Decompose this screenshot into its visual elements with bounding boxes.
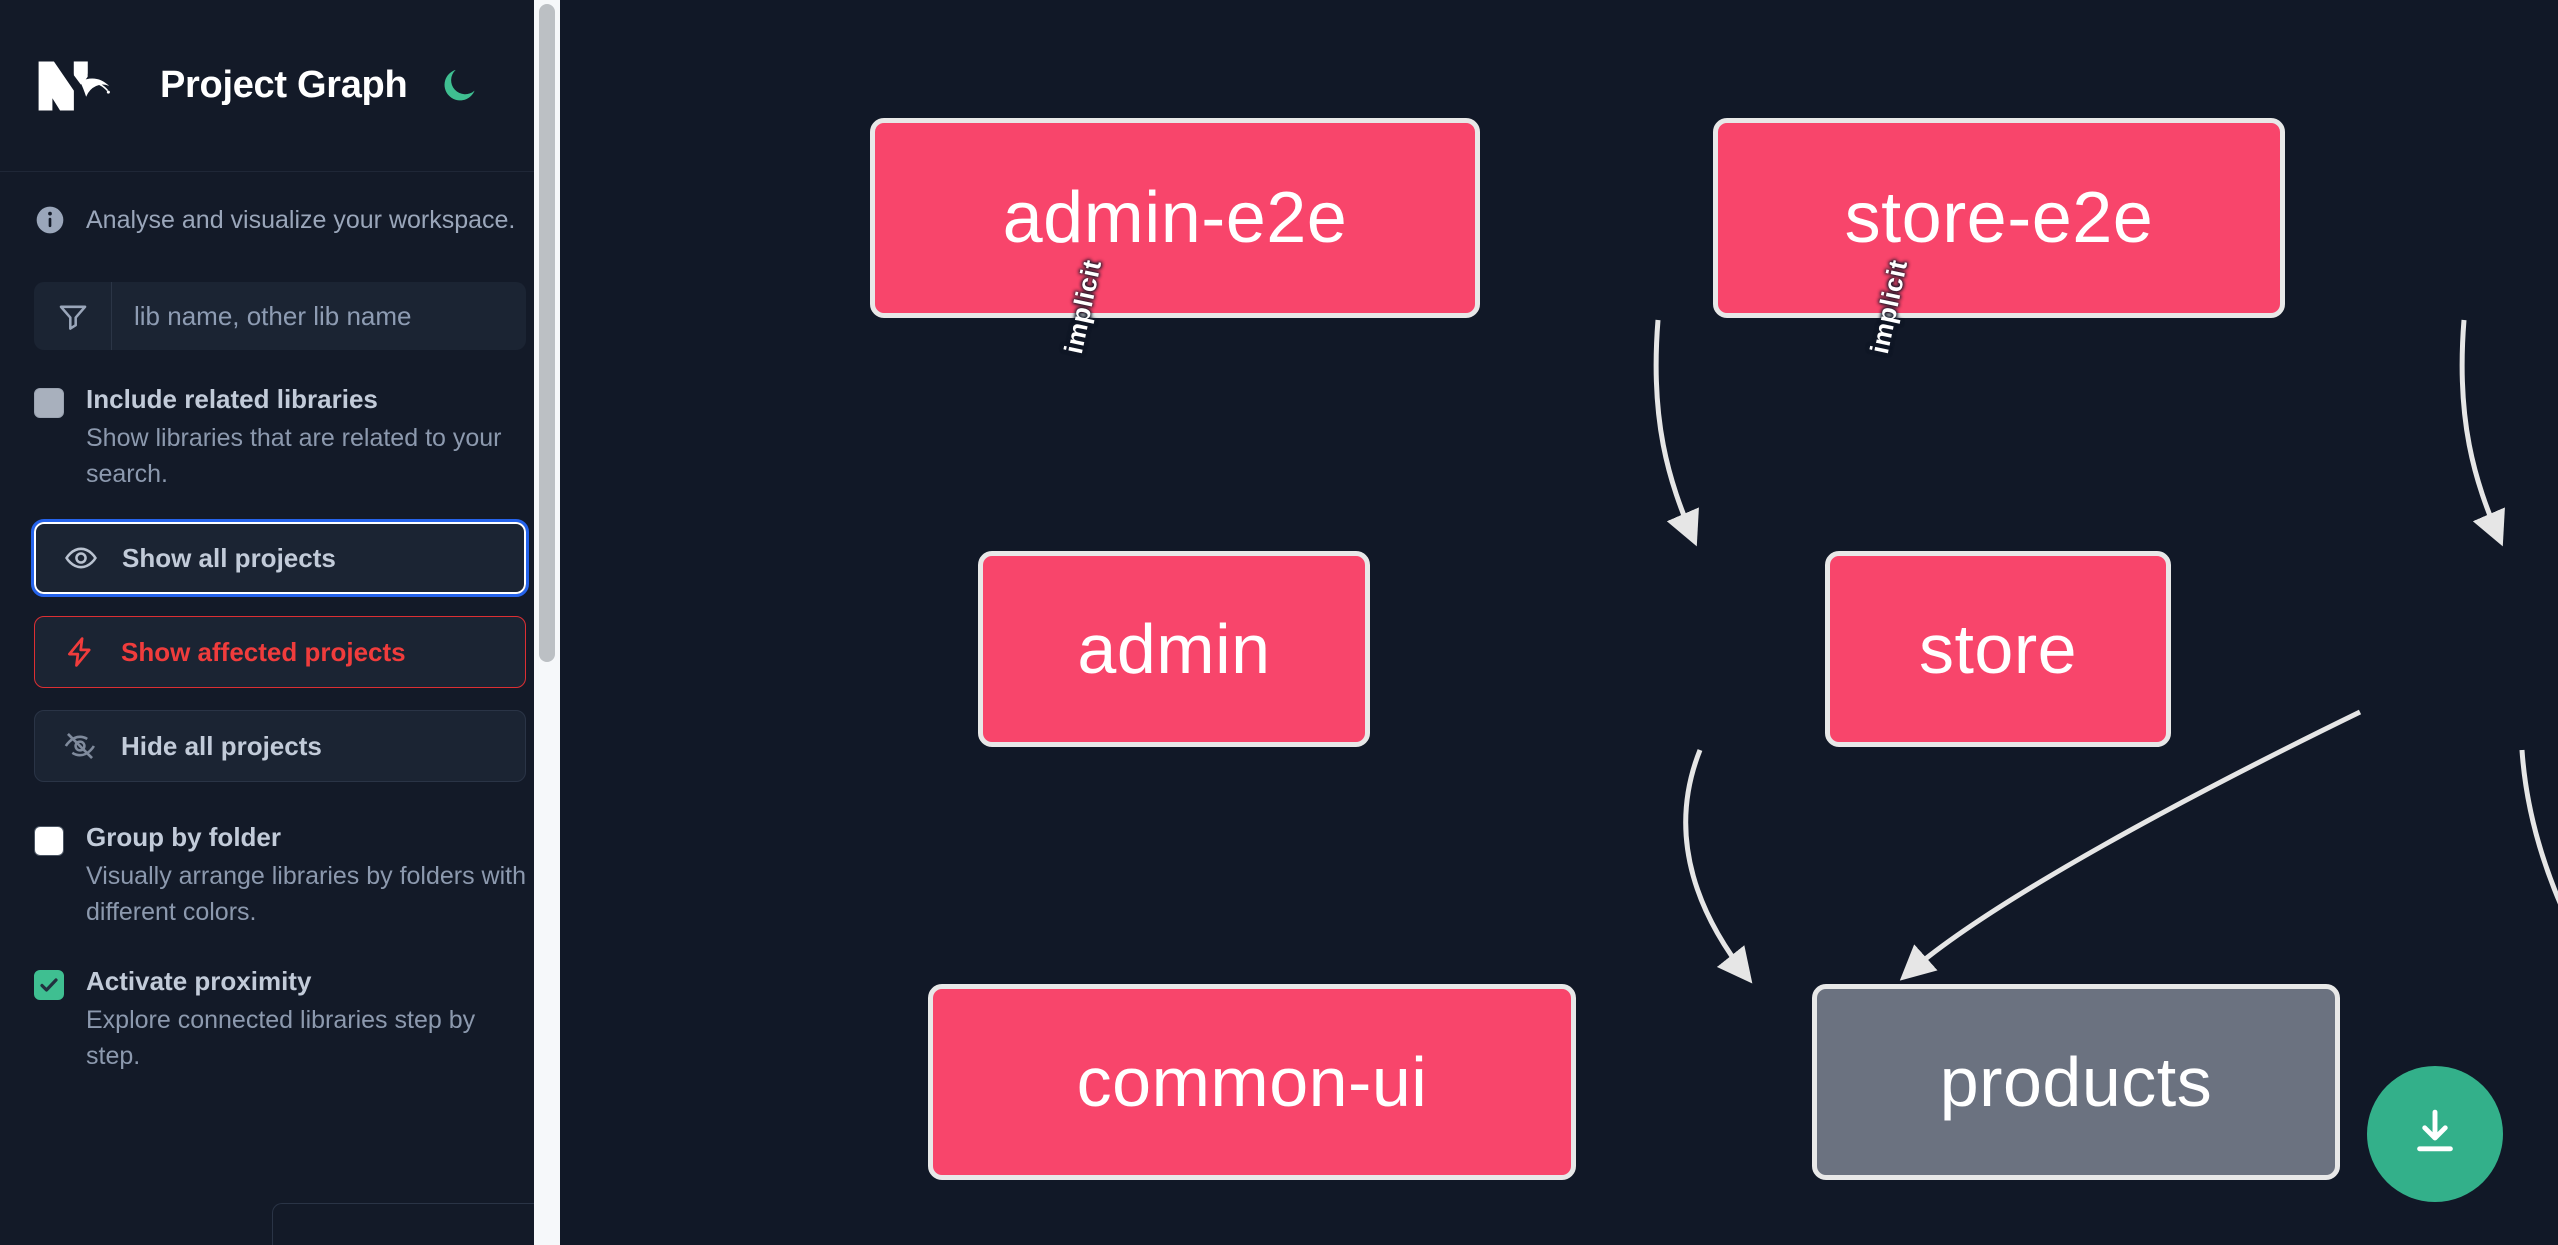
graph-node-admin[interactable]: admin: [978, 551, 1370, 747]
eye-off-icon: [63, 729, 97, 763]
graph-node-label: admin-e2e: [1002, 178, 1348, 258]
include-related-label: Include related libraries: [86, 384, 378, 414]
checkbox-checked-icon[interactable]: [34, 970, 64, 1001]
nx-logo-icon: [34, 53, 126, 119]
show-all-projects-button[interactable]: Show all projects: [31, 519, 529, 598]
group-by-folder-label: Group by folder: [86, 822, 281, 853]
graph-canvas[interactable]: admin-e2e store-e2e admin store common-ui pro…: [560, 0, 2558, 1245]
sidebar: Project Graph Analyse and visualize your…: [0, 0, 560, 1245]
activate-proximity-row[interactable]: Activate proximity Explore connected lib…: [0, 930, 560, 1074]
activate-proximity-description: Explore connected libraries step by step…: [86, 1006, 476, 1070]
graph-node-label: admin: [1077, 610, 1271, 688]
graph-node-label: common-ui: [1076, 1043, 1428, 1121]
graph-node-store[interactable]: store: [1825, 551, 2171, 747]
graph-node-common-ui[interactable]: common-ui: [928, 984, 1576, 1180]
sidebar-tagline: Analyse and visualize your workspace.: [0, 172, 560, 246]
hide-all-projects-label: Hide all projects: [121, 730, 322, 761]
download-graph-button[interactable]: [2367, 1066, 2503, 1202]
sidebar-tagline-text: Analyse and visualize your workspace.: [86, 205, 516, 234]
sidebar-header: Project Graph: [0, 0, 560, 172]
search-box[interactable]: [34, 282, 526, 350]
segment-option-1[interactable]: [273, 1204, 560, 1245]
lightning-bolt-icon: [63, 635, 97, 669]
sidebar-scrollbar-thumb[interactable]: [539, 4, 555, 662]
include-related-description: Show libraries that are related to your …: [86, 424, 502, 488]
page-title: Project Graph: [160, 64, 408, 106]
download-icon: [2407, 1104, 2463, 1165]
graph-node-products[interactable]: products: [1812, 984, 2340, 1180]
sidebar-scrollbar[interactable]: [534, 0, 560, 1245]
show-all-projects-label: Show all projects: [122, 542, 336, 573]
edge-admin-e2e-to-admin: [1653, 319, 1699, 547]
include-related-libraries-row[interactable]: Include related libraries Show libraries…: [0, 350, 560, 492]
filter-funnel-icon: [34, 282, 112, 350]
visibility-button-group: Show all projects Show affected projects: [0, 492, 560, 783]
proximity-segmented-control[interactable]: [272, 1203, 560, 1245]
show-affected-projects-button[interactable]: Show affected projects: [34, 616, 526, 689]
hide-all-projects-button[interactable]: Hide all projects: [34, 710, 526, 783]
info-circle-icon: [34, 204, 66, 236]
graph-node-label: store-e2e: [1844, 178, 2154, 258]
show-affected-projects-label: Show affected projects: [121, 636, 406, 667]
activate-proximity-label: Activate proximity: [86, 966, 312, 997]
search-wrapper: [0, 246, 560, 350]
edge-store-e2e-to-store: [2459, 319, 2505, 547]
edge-admin-to-common-ui: [1683, 749, 1753, 984]
graph-node-label: products: [1939, 1043, 2213, 1121]
group-by-folder-description: Visually arrange libraries by folders wi…: [86, 862, 527, 926]
graph-node-admin-e2e[interactable]: admin-e2e: [870, 118, 1480, 318]
moon-icon[interactable]: [435, 62, 483, 110]
group-by-folder-row[interactable]: Group by folder Visually arrange librari…: [0, 782, 560, 930]
edge-store-to-common-ui: [1899, 709, 2362, 981]
graph-edge-layer: [1653, 319, 2558, 984]
graph-node-label: store: [1918, 610, 2078, 688]
checkbox-unchecked-disabled-icon[interactable]: [34, 388, 64, 418]
search-input[interactable]: [112, 282, 526, 350]
graph-node-store-e2e[interactable]: store-e2e: [1713, 118, 2285, 318]
checkbox-unchecked-icon[interactable]: [34, 826, 64, 857]
eye-icon: [64, 541, 98, 575]
edge-store-to-products: [2519, 749, 2558, 905]
